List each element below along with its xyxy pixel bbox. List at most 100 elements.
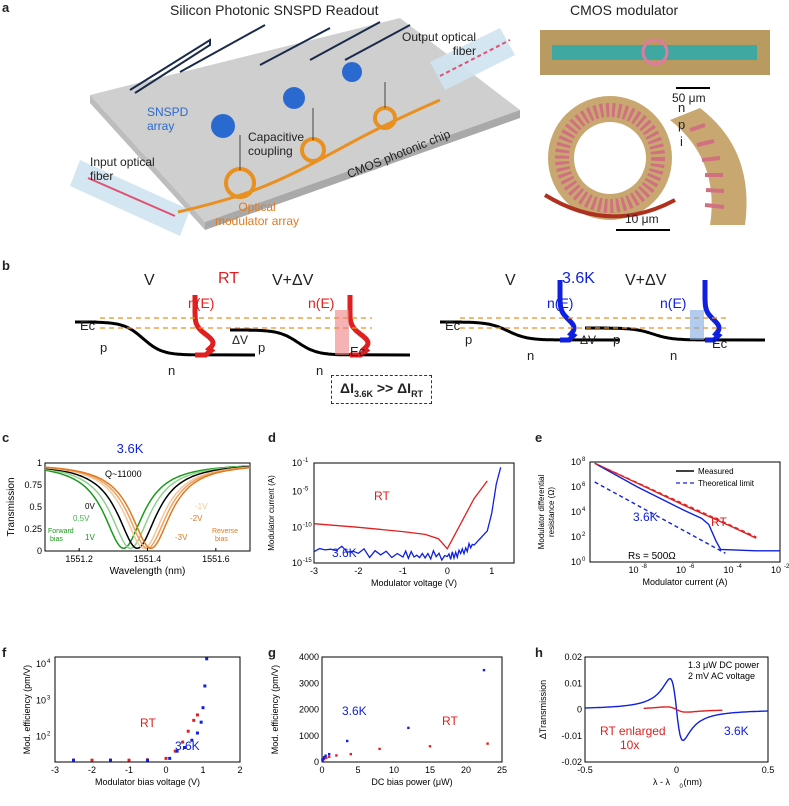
tick-label: 1 [37,458,42,468]
tick-label: 0 [674,765,679,775]
occupied-states [690,310,704,340]
x-axis-label: Modulator bias voltage (V) [95,777,200,787]
tick-label: -2 [354,566,362,576]
chart-title: 3.6K [117,441,144,456]
tick-exponent: 4 [582,507,586,513]
series-label-rt: RT [711,515,727,529]
curve-label: 0.5V [73,514,90,523]
q-factor-label: Q~11000 [105,469,142,479]
legend-theory: Theoretical limit [698,479,755,488]
tick-label: 10 [676,565,686,575]
label-i: i [680,134,683,149]
b-cryo-ne2: n(E) [660,295,686,311]
tick-label: 15 [425,765,435,775]
point-RT [128,759,131,762]
chart-f: -3-2-1012104103102Modulator bias voltage… [0,640,262,806]
tick-label: 1000 [299,731,319,741]
tick-exponent: -4 [737,564,743,570]
tick-label: 4000 [299,652,319,662]
point-RT [187,730,190,733]
x-axis-label: λ - λ [653,777,670,787]
y-axis-label: Mod. efficiency (pm/V) [270,665,280,754]
series-label-rt: RT enlarged [600,724,666,738]
b-rt-v: V [144,272,155,290]
tick-label: 2000 [299,705,319,715]
point-3.6K [328,753,330,755]
point-3.6K [72,759,75,762]
tick-exponent: -1 [303,458,309,464]
band-edge [585,328,765,340]
point-RT [350,753,352,755]
series-label-3-6k: 3.6K [332,546,357,560]
tick-label: 0 [163,765,168,775]
tick-label: 10 [292,487,302,497]
x-axis-label: Modulator current (A) [642,577,727,587]
tick-label: 3000 [299,678,319,688]
b-cryo-dv: ΔV [580,333,596,347]
b-cryo-v: V [505,272,516,290]
tick-label: 0.25 [24,524,42,534]
b-rt-vdv: V+ΔV [272,272,313,290]
tick-label: -1 [125,765,133,775]
tick-label: -0.02 [561,757,582,767]
forward-label: bias [50,536,63,543]
tick-label: 2 [237,765,242,775]
series-label-rt: RT [140,716,156,730]
tick-label: 0 [314,757,319,767]
tick-label: 0 [577,705,582,715]
point-3.6K [203,684,206,687]
y-axis-label: resistance (Ω) [547,487,556,537]
point-3.6K [200,721,203,724]
tick-exponent: 0 [582,557,586,563]
label-output-fiber: Output opticalfiber [402,30,476,58]
curve-label: -1V [195,502,208,511]
tick-exponent: 8 [582,457,586,463]
series-label-rt-factor: 10x [620,738,639,752]
point-3.6K [168,757,171,760]
tick-label: 10 [36,695,46,705]
tick-label: -3 [310,566,318,576]
dos-lobe [705,280,719,340]
label-input-fiber: Input opticalfiber [90,155,155,183]
tick-label: 0 [445,566,450,576]
b-rt-p2: p [258,340,265,355]
tick-exponent: 4 [47,659,51,665]
tick-exponent: -6 [689,564,695,570]
b-rt-ne2: n(E) [308,295,334,311]
series-label-rt: RT [442,714,458,728]
b-cryo-label: 3.6K [562,270,595,288]
tick-label: 0.5 [762,765,775,775]
panel-a-illustration [0,0,789,250]
b-cryo-p2: p [613,332,620,347]
curve-label: -2V [190,514,203,523]
b-cryo-n1: n [527,348,534,363]
point-RT [91,759,94,762]
tick-label: 10 [292,558,302,568]
tick-label: -0.01 [561,731,582,741]
b-cryo-p1: p [465,332,472,347]
series-RT enlarged 10x [644,707,723,712]
tick-label: 10 [292,522,302,532]
band-edge [230,330,410,355]
point-3.6K [483,669,485,671]
tick-label: 1551.4 [134,554,162,564]
tick-label: 0.5 [29,502,42,512]
point-3.6K [205,657,208,660]
tick-label: 0.02 [564,652,582,662]
label-p: p [678,117,685,132]
chart-e: 10-810-610-410-2108106104102100Modulator… [528,425,789,590]
b-cryo-n2: n [670,348,677,363]
tick-label: 25 [497,765,507,775]
tick-label: 5 [355,765,360,775]
chart-c: 1551.21551.41551.610.750.50.250Wavelengt… [0,425,260,585]
point-RT [328,756,330,758]
b-rt-ne1: n(E) [188,295,214,311]
b-cryo-ec: Ec [445,318,460,333]
annotation-dc-power: 1.3 μW DC power [688,660,759,670]
label-modulator: Opticalmodulator array [215,200,299,228]
tick-label: 0.01 [564,678,582,688]
y-axis-label: Modulator current (A) [267,475,276,551]
point-3.6K [146,759,149,762]
point-3.6K [196,732,199,735]
label-capacitive: Capacitivecoupling [248,130,304,158]
